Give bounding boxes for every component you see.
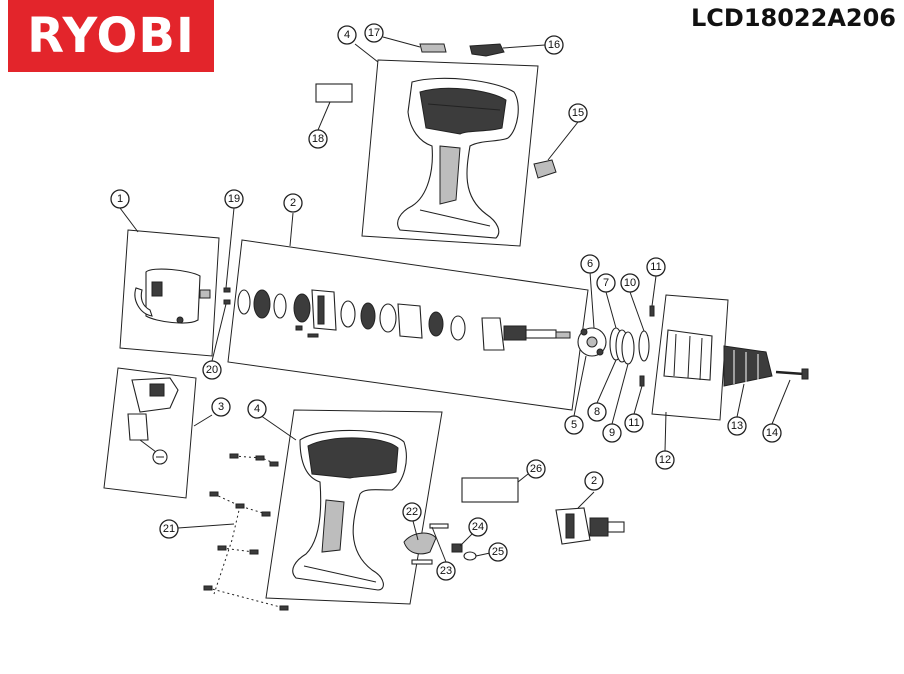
callout-16: 16 xyxy=(544,35,564,55)
gearbox-service-unit xyxy=(555,507,625,545)
svg-text:18: 18 xyxy=(312,133,324,145)
clutch-ring-12 xyxy=(663,329,713,381)
pins-23 xyxy=(411,523,449,565)
callout-3: 3 xyxy=(211,397,231,417)
clip-16 xyxy=(469,43,505,57)
svg-text:8: 8 xyxy=(594,406,600,418)
frame-housing-top xyxy=(361,59,539,247)
svg-text:4: 4 xyxy=(344,29,350,41)
svg-text:14: 14 xyxy=(766,427,778,439)
callout-12: 12 xyxy=(655,450,675,470)
callout-17: 17 xyxy=(364,23,384,43)
callout-15: 15 xyxy=(568,103,588,123)
svg-text:21: 21 xyxy=(163,523,175,535)
svg-text:12: 12 xyxy=(659,454,671,466)
frame-motor xyxy=(119,229,220,357)
callout-2-service: 2 xyxy=(584,471,604,491)
svg-text:23: 23 xyxy=(440,565,452,577)
chuck-13 xyxy=(723,345,773,387)
callout-6: 6 xyxy=(580,254,600,274)
bearing-plate-5-6 xyxy=(577,327,607,357)
screw-14 xyxy=(775,368,809,380)
label-18 xyxy=(315,83,353,103)
callout-22: 22 xyxy=(402,502,422,522)
callout-14: 14 xyxy=(762,423,782,443)
svg-text:25: 25 xyxy=(492,546,504,558)
callout-2: 2 xyxy=(283,193,303,213)
callout-24: 24 xyxy=(468,517,488,537)
svg-text:11: 11 xyxy=(650,261,661,273)
svg-text:17: 17 xyxy=(368,27,380,39)
spring-25 xyxy=(463,551,477,561)
ryobi-logo: RYOBI xyxy=(8,0,214,72)
svg-text:3: 3 xyxy=(218,401,224,413)
svg-text:2: 2 xyxy=(591,475,597,487)
washer-19 xyxy=(223,287,231,305)
slider-15 xyxy=(533,159,557,179)
callout-13: 13 xyxy=(727,416,747,436)
callout-1: 1 xyxy=(110,189,130,209)
bit-holder-22 xyxy=(403,532,437,555)
frame-housing-bottom xyxy=(265,409,443,605)
callout-4-top: 4 xyxy=(337,25,357,45)
svg-text:11: 11 xyxy=(628,417,639,429)
svg-text:26: 26 xyxy=(530,463,542,475)
callout-5: 5 xyxy=(564,415,584,435)
frame-clutch xyxy=(651,294,729,421)
svg-text:15: 15 xyxy=(572,107,584,119)
svg-text:6: 6 xyxy=(587,258,593,270)
svg-text:9: 9 xyxy=(609,427,615,439)
svg-text:4: 4 xyxy=(254,403,260,415)
svg-text:19: 19 xyxy=(228,193,240,205)
svg-text:1: 1 xyxy=(117,193,123,205)
switch-assembly xyxy=(127,377,179,465)
callout-11-top: 11 xyxy=(646,257,666,277)
callout-4-bottom: 4 xyxy=(247,399,267,419)
svg-text:24: 24 xyxy=(472,521,484,533)
callout-9: 9 xyxy=(602,423,622,443)
svg-text:22: 22 xyxy=(406,506,418,518)
callout-23: 23 xyxy=(436,561,456,581)
callout-8: 8 xyxy=(587,402,607,422)
spring-7-8-9 xyxy=(609,327,635,365)
svg-text:13: 13 xyxy=(731,420,743,432)
gearbox-assembly xyxy=(237,289,571,351)
frame-switch xyxy=(103,367,197,499)
housing-half-top xyxy=(397,77,519,239)
svg-text:16: 16 xyxy=(548,39,560,51)
svg-text:10: 10 xyxy=(624,277,636,289)
callout-26: 26 xyxy=(526,459,546,479)
callout-19: 19 xyxy=(224,189,244,209)
callout-18: 18 xyxy=(308,129,328,149)
callout-7: 7 xyxy=(596,273,616,293)
housing-half-bottom xyxy=(292,429,407,591)
model-number: LCD18022A206 xyxy=(691,4,896,32)
frame-gearbox xyxy=(227,239,589,411)
svg-text:20: 20 xyxy=(206,364,218,376)
logo-text: RYOBI xyxy=(27,8,195,64)
callout-21: 21 xyxy=(159,519,179,539)
svg-text:7: 7 xyxy=(603,277,609,289)
screws-21 xyxy=(203,453,289,611)
callout-10: 10 xyxy=(620,273,640,293)
svg-text:5: 5 xyxy=(571,419,577,431)
motor xyxy=(134,268,211,324)
callout-20: 20 xyxy=(202,360,222,380)
label-26 xyxy=(461,477,519,503)
ring-10 xyxy=(638,330,650,362)
leader-lines xyxy=(119,36,791,563)
svg-text:2: 2 xyxy=(290,197,296,209)
callout-11-bottom: 11 xyxy=(624,413,644,433)
label-plate-17 xyxy=(419,43,447,53)
callout-25: 25 xyxy=(488,542,508,562)
magnet-24 xyxy=(451,543,463,553)
